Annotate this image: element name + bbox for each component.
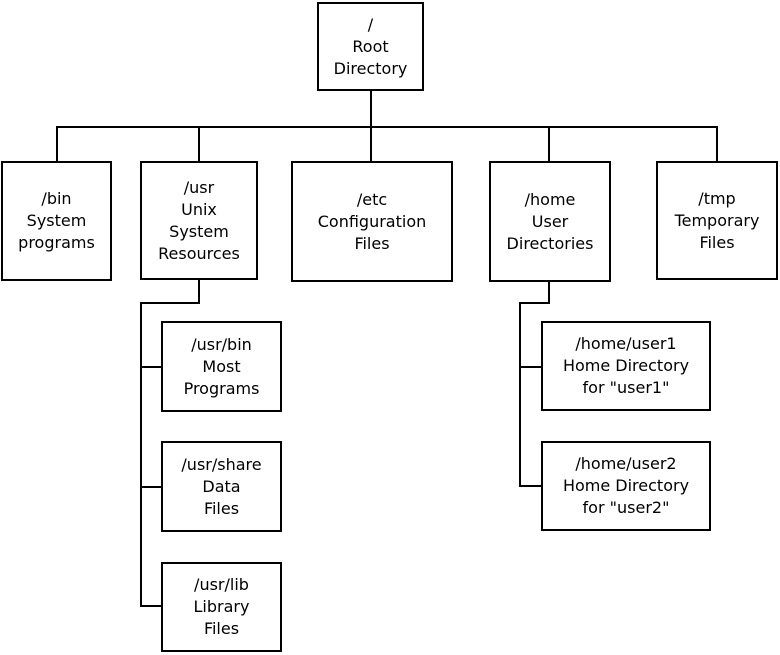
node-label-line: /usr <box>183 177 215 197</box>
node-label-line: Most <box>202 356 241 376</box>
node-etc: /etc Configuration Files <box>291 161 453 282</box>
connector-home-drop <box>548 128 550 161</box>
node-label-line: programs <box>18 233 95 252</box>
node-root-directory: / Root Directory <box>317 2 424 91</box>
node-label-line: Temporary <box>674 210 760 230</box>
node-label-line: Directory <box>333 58 408 78</box>
node-home: /home User Directories <box>489 161 611 282</box>
node-label-line: Files <box>699 232 735 252</box>
node-usr-bin: /usr/bin Most Programs <box>161 321 282 412</box>
connector-usrbin-stub <box>142 366 161 368</box>
node-label-line: Unix <box>181 199 217 219</box>
connector-usrlib-stub <box>142 605 161 607</box>
node-label-line: Home Directory <box>562 476 690 495</box>
node-usr: /usr Unix System Resources <box>140 161 258 280</box>
node-label-line: Configuration <box>317 211 427 231</box>
connector-usr-trunk <box>140 302 142 607</box>
node-label-line: System <box>26 211 87 230</box>
connector-user1-stub <box>521 366 541 368</box>
connector-level1-horizontal <box>56 126 718 128</box>
node-label-line: User <box>531 211 569 231</box>
node-usr-lib: /usr/lib Library Files <box>161 562 282 652</box>
node-label-line: /bin <box>41 189 72 208</box>
connector-usr-elbow <box>140 302 200 304</box>
node-label-line: Files <box>203 619 240 638</box>
connector-home-elbow <box>519 302 550 304</box>
connector-home-trunk <box>519 302 521 487</box>
node-home-user1: /home/user1 Home Directory for "user1" <box>541 321 711 411</box>
node-label-line: Data <box>202 476 241 496</box>
node-label-line: Files <box>354 233 390 253</box>
node-label-line: /tmp <box>698 188 736 208</box>
connector-usr-drop <box>198 128 200 161</box>
connector-bin-drop <box>56 128 58 161</box>
connector-tmp-drop <box>716 128 718 161</box>
node-label-line: System <box>169 221 229 241</box>
node-label-line: /usr/lib <box>194 575 249 594</box>
connector-home-stem <box>548 282 550 304</box>
connector-usrshare-stub <box>142 486 161 488</box>
node-label-line: /usr/share <box>181 454 262 474</box>
connector-user2-stub <box>521 485 541 487</box>
node-label-line: Library <box>193 597 250 616</box>
node-label-line: /home/user2 <box>575 454 677 473</box>
node-label-line: /home <box>524 189 576 209</box>
node-label-line: /usr/bin <box>191 334 252 354</box>
node-label-line: Directories <box>506 233 594 253</box>
node-tmp: /tmp Temporary Files <box>656 161 778 280</box>
node-label-line: for "user1" <box>582 378 670 397</box>
connector-usr-stem <box>198 280 200 304</box>
node-label-line: Root <box>352 36 389 56</box>
node-label-line: / <box>367 14 374 34</box>
node-home-user2: /home/user2 Home Directory for "user2" <box>541 441 711 531</box>
node-label-line: Files <box>203 498 240 518</box>
node-label-line: /etc <box>356 189 388 209</box>
node-bin: /bin System programs <box>1 161 112 281</box>
node-label-line: Resources <box>158 243 240 263</box>
node-label-line: /home/user1 <box>575 334 677 353</box>
node-usr-share: /usr/share Data Files <box>161 441 282 532</box>
node-label-line: Home Directory <box>562 356 690 375</box>
node-label-line: Programs <box>183 378 260 398</box>
node-label-line: for "user2" <box>582 498 670 517</box>
